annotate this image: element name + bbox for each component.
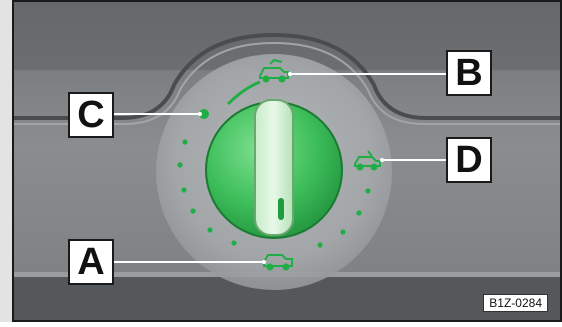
callout-b-label: B <box>455 54 482 92</box>
image-frame: C B D A B1Z-0284 <box>12 0 562 322</box>
marker-dot <box>207 227 212 232</box>
knob-grip <box>255 100 293 235</box>
knob-pointer <box>278 198 284 220</box>
callout-d: D <box>446 137 492 183</box>
marker-dot <box>317 242 322 247</box>
callout-b: B <box>446 50 492 96</box>
marker-dot <box>365 188 370 193</box>
callout-c-label: C <box>77 96 104 134</box>
marker-dot <box>177 162 182 167</box>
marker-dot <box>340 229 345 234</box>
marker-dot <box>356 210 361 215</box>
marker-dot <box>190 208 195 213</box>
left-margin-strip <box>0 0 12 322</box>
callout-d-label: D <box>455 141 482 179</box>
marker-dot <box>231 240 236 245</box>
marker-dot <box>181 187 186 192</box>
marker-dot <box>182 139 187 144</box>
callout-a-label: A <box>77 243 104 281</box>
figure-reference-code: B1Z-0284 <box>483 294 548 312</box>
callout-c: C <box>68 92 114 138</box>
callout-a: A <box>68 239 114 285</box>
